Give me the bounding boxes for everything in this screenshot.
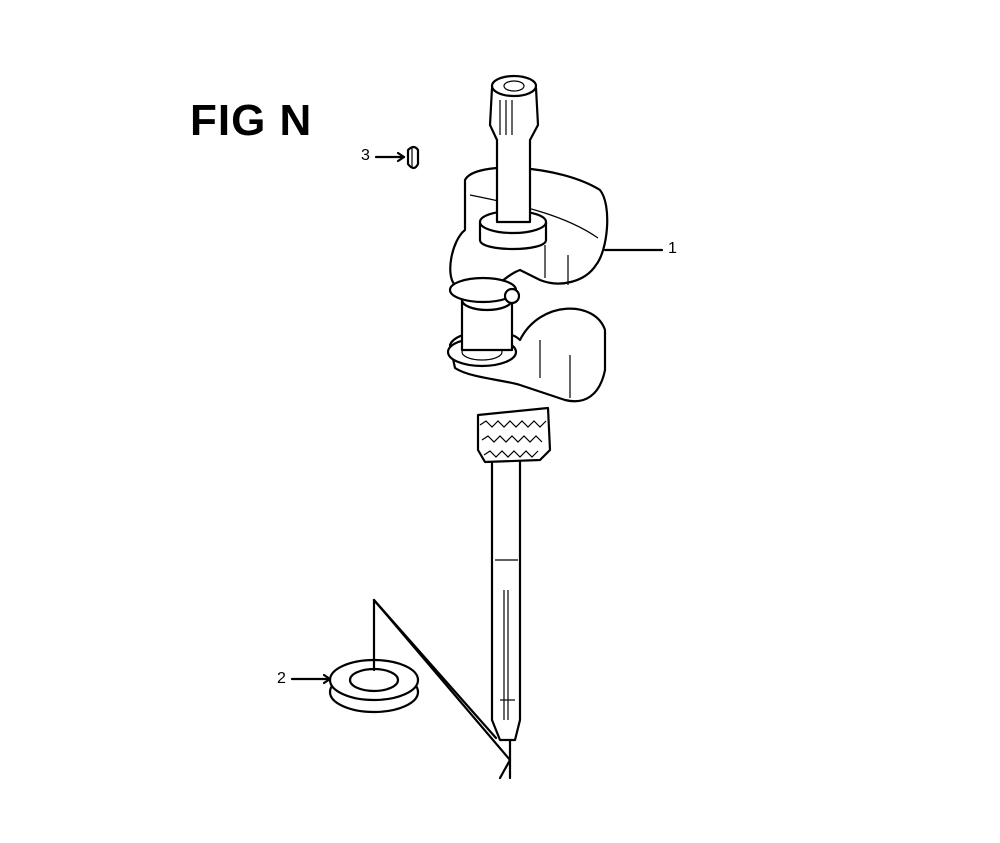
part-2-washer	[290, 598, 512, 780]
callout-1-label: 1	[668, 240, 677, 257]
part-3-key	[374, 145, 420, 170]
callout-3-label: 3	[361, 147, 370, 164]
callout-2-label: 2	[277, 670, 286, 687]
figure-title: FIG N	[190, 96, 313, 145]
part-1-crankshaft	[446, 74, 664, 780]
